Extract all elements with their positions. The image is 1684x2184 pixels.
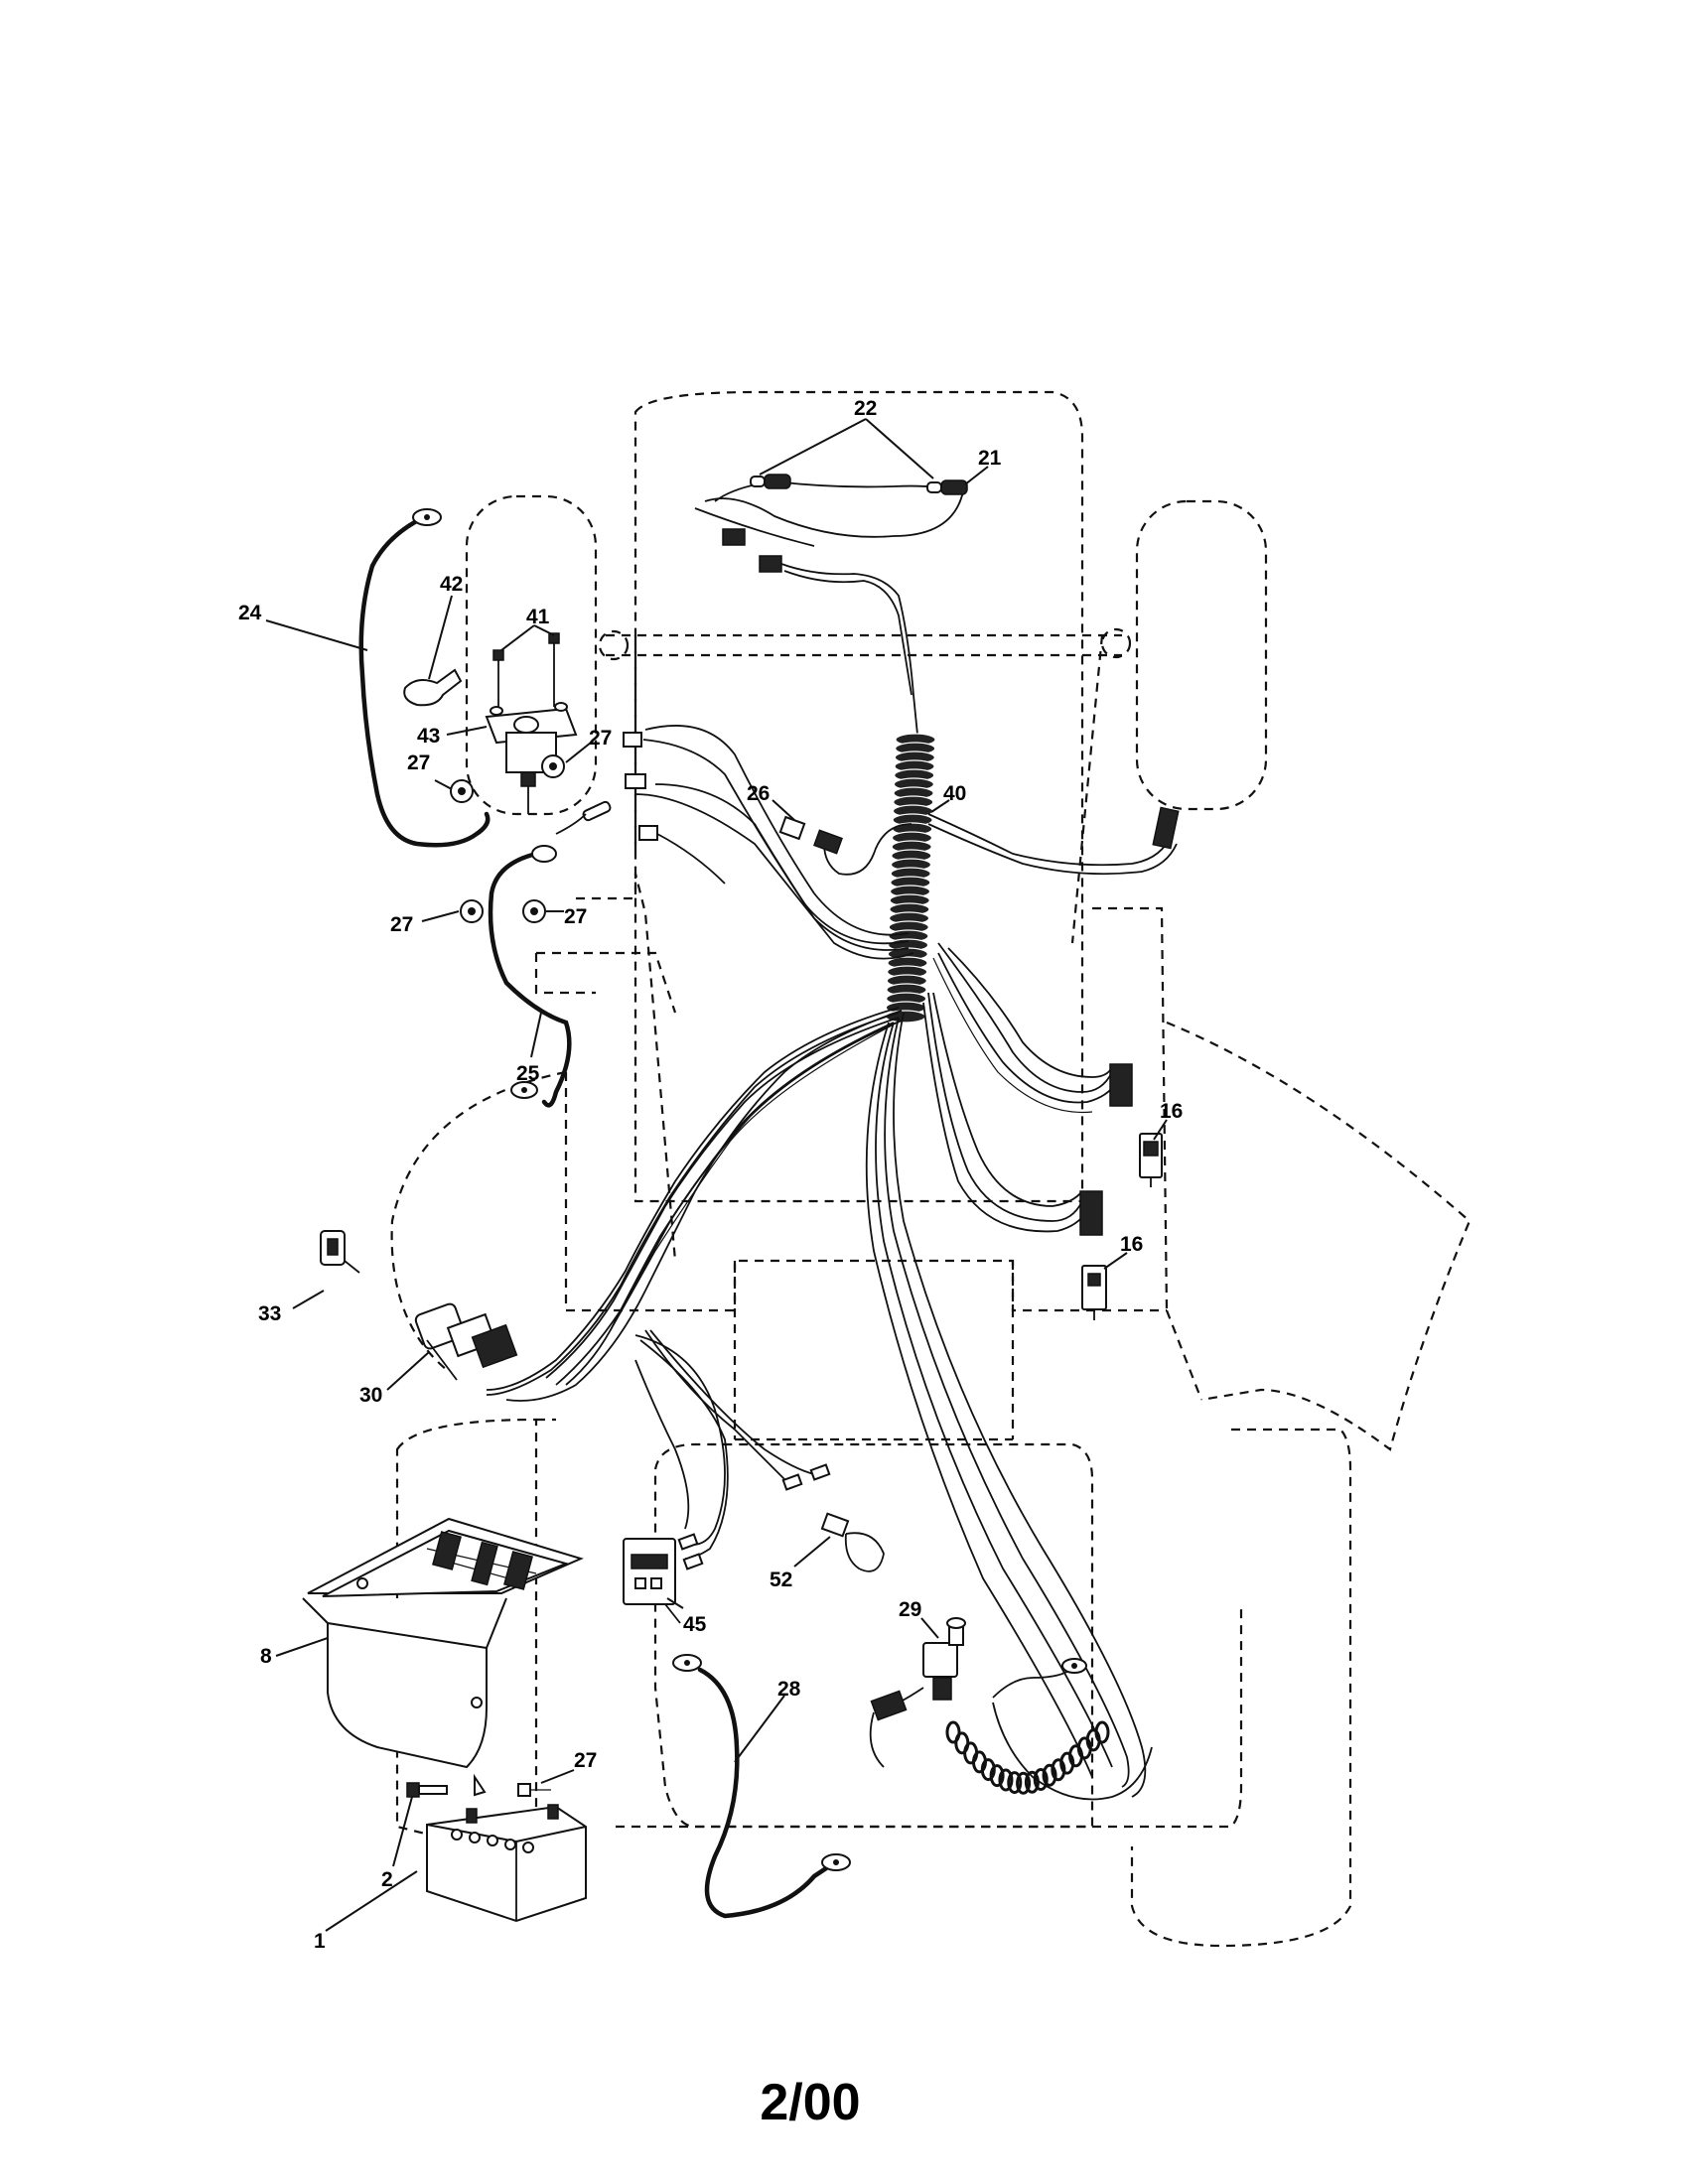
coil-ring [1042, 1763, 1057, 1787]
label-45: 45 [683, 1613, 707, 1636]
module-45 [623, 1538, 681, 1624]
leader-lines [265, 418, 1168, 1932]
wire-terminal-d-icon [809, 1463, 831, 1481]
coil-ring [1024, 1770, 1040, 1794]
label-25: 25 [516, 1062, 540, 1085]
right-harness-connector-icon [1152, 806, 1180, 850]
tractor-frame-outline [390, 390, 1472, 1948]
main-harness-loom [885, 733, 936, 1024]
harness-connector-lower-icon [638, 825, 658, 841]
ignition-key [320, 1230, 360, 1274]
battery [426, 1804, 587, 1923]
label-16-upper: 16 [1160, 1100, 1183, 1123]
connector-26-mate-icon [813, 829, 843, 855]
label-52: 52 [770, 1569, 792, 1591]
label-30: 30 [359, 1384, 382, 1407]
revision-date: 2/00 [760, 2074, 860, 2131]
coil-ring [1007, 1771, 1023, 1795]
harness-connector-mid-icon [625, 773, 646, 789]
label-27-solenoid-right: 27 [589, 727, 612, 750]
coil-ring [989, 1764, 1005, 1788]
headlight-harness [694, 474, 968, 746]
label-27-lower-left: 27 [390, 913, 413, 936]
coil-cord [869, 1658, 1153, 1801]
label-29: 29 [899, 1598, 921, 1621]
cable-25 [488, 845, 572, 1108]
battery-cable-24 [358, 508, 491, 848]
label-33: 33 [258, 1302, 281, 1325]
terminal-boot [403, 668, 463, 707]
bulb-socket-left-icon [764, 474, 791, 489]
coil-ring [1016, 1771, 1032, 1795]
headlight-connector-a-icon [722, 528, 746, 546]
label-43: 43 [417, 725, 440, 748]
wire-terminal-c-icon [781, 1473, 803, 1491]
label-21: 21 [978, 447, 1002, 470]
coil-ring [980, 1758, 996, 1782]
label-16-lower: 16 [1120, 1233, 1143, 1256]
coil-ring [998, 1768, 1014, 1792]
harness-branch-wires [486, 725, 1180, 1798]
label-22: 22 [854, 397, 877, 420]
coil-ring [1094, 1720, 1110, 1744]
label-42: 42 [440, 573, 463, 596]
wire-terminal-a-icon [677, 1533, 699, 1551]
label-27-solenoid-left: 27 [407, 751, 430, 774]
battery-bolt [406, 1773, 551, 1798]
starter-solenoid [485, 702, 578, 814]
label-1: 1 [314, 1930, 326, 1953]
connector-26-icon [778, 815, 806, 841]
label-8: 8 [260, 1645, 272, 1668]
bulb-socket-right-icon [940, 479, 968, 495]
solenoid-bolts [492, 632, 560, 707]
label-26: 26 [747, 782, 770, 805]
bulb-left-icon [750, 476, 766, 487]
switch-connector-lower-icon [1079, 1190, 1103, 1236]
switch-connector-upper-icon [1109, 1063, 1133, 1107]
sensor-52 [820, 1512, 885, 1572]
seat-switch-16-upper [1139, 1133, 1163, 1187]
ground-cable-28 [672, 1654, 851, 1919]
harness-connector-upper-icon [623, 732, 642, 748]
label-41: 41 [526, 606, 550, 628]
coil-cord-connector-icon [870, 1690, 908, 1721]
label-27-battery: 27 [574, 1749, 597, 1772]
label-40: 40 [943, 782, 966, 805]
ignition-switch [414, 1302, 518, 1381]
hex-nuts [450, 754, 565, 923]
label-24: 24 [238, 602, 262, 624]
coil-ring [945, 1720, 961, 1744]
label-27-lower-right: 27 [564, 905, 587, 928]
part-number-labels: 22 21 24 42 41 43 27 27 27 27 25 26 40 1… [238, 397, 1183, 1953]
wire-terminal-b-icon [682, 1553, 704, 1570]
switch-16-lower [1081, 1265, 1107, 1320]
pto-switch-29 [922, 1617, 966, 1701]
label-28: 28 [777, 1678, 801, 1701]
fuse-holder [555, 800, 612, 835]
label-2: 2 [381, 1868, 393, 1891]
battery-box [302, 1517, 584, 1769]
bulb-right-icon [926, 481, 942, 493]
headlight-connector-b-icon [759, 555, 782, 573]
